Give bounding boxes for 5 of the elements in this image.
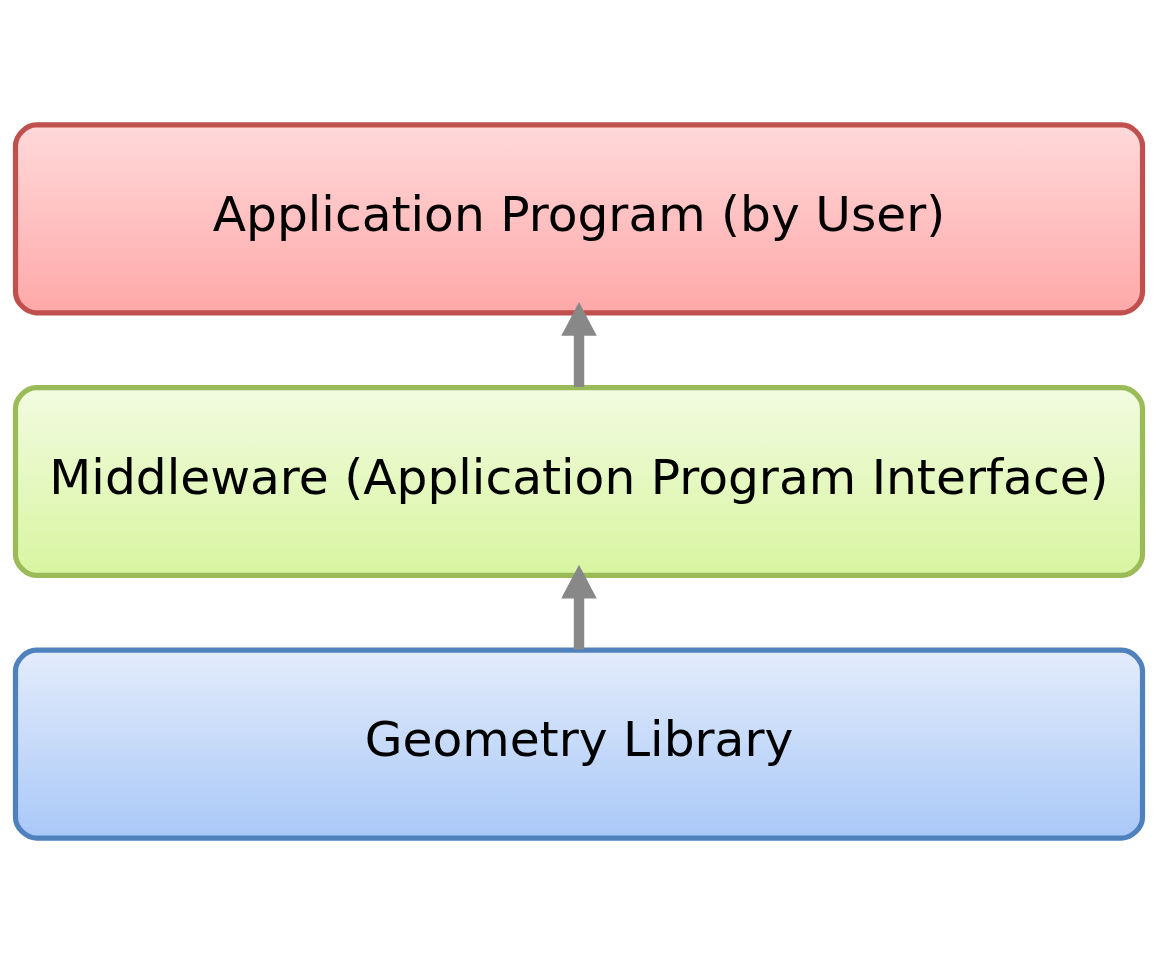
node-box: Application Program (by User) — [12, 122, 1146, 316]
arrow — [561, 302, 597, 387]
node-box: Middleware (Application Program Interface) — [12, 384, 1146, 579]
arrow — [561, 564, 597, 650]
node-box: Geometry Library — [12, 647, 1146, 841]
